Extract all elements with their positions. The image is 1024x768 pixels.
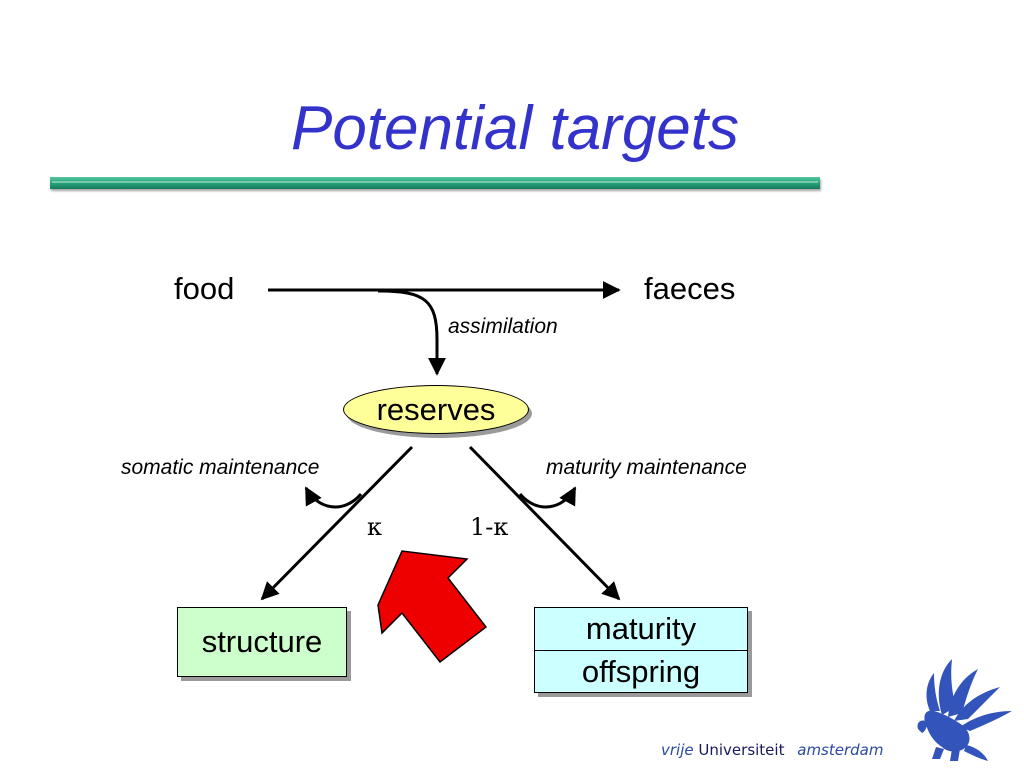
maturity-maintenance-arrow bbox=[518, 486, 577, 509]
food-label: food bbox=[174, 271, 235, 306]
assimilation-label: assimilation bbox=[448, 315, 558, 338]
assimilation-arrow bbox=[377, 289, 446, 376]
maturity-offspring-node: maturity offspring bbox=[534, 607, 748, 693]
kappa-branch-arrow bbox=[260, 445, 414, 601]
offspring-label: offspring bbox=[581, 653, 701, 689]
somatic-maintenance-label: somatic maintenance bbox=[121, 456, 320, 479]
offspring-cell: offspring bbox=[535, 650, 747, 692]
maturity-label: maturity bbox=[585, 611, 697, 646]
wordmark-vrije: vrije bbox=[661, 741, 694, 759]
wordmark-universiteit: Universiteit bbox=[698, 741, 785, 759]
university-wordmark: vrije Universiteit amsterdam bbox=[661, 741, 883, 759]
one-minus-kappa-branch-arrow bbox=[468, 445, 621, 601]
somatic-maintenance-arrow bbox=[304, 486, 363, 509]
faeces-label: faeces bbox=[644, 271, 736, 306]
reserves-label: reserves bbox=[376, 391, 496, 427]
structure-node: structure bbox=[177, 607, 347, 677]
structure-label: structure bbox=[201, 624, 323, 659]
maturity-cell: maturity bbox=[535, 608, 747, 650]
page-title: Potential targets bbox=[290, 94, 740, 163]
reserves-node: reserves bbox=[343, 385, 529, 434]
wordmark-amsterdam: amsterdam bbox=[797, 741, 884, 759]
title-divider bbox=[50, 177, 820, 189]
one-minus-kappa-label: 1-κ bbox=[470, 513, 509, 541]
kappa-label: κ bbox=[367, 513, 382, 541]
target-highlight-arrow bbox=[377, 550, 488, 664]
maturity-maintenance-label: maturity maintenance bbox=[546, 456, 747, 479]
griffin-logo-icon bbox=[917, 659, 1012, 761]
